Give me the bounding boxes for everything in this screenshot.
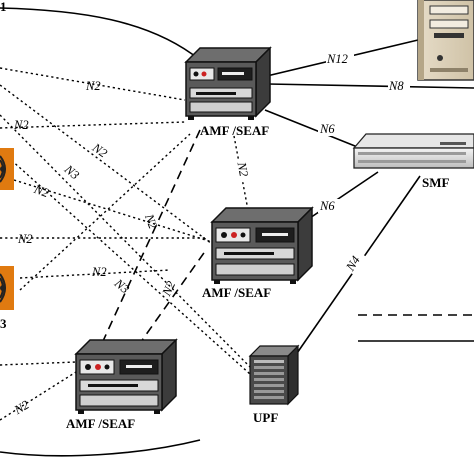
smf-appliance-icon bbox=[352, 133, 474, 169]
link-n8 bbox=[267, 83, 474, 89]
link-label-n2-c: N2 bbox=[89, 140, 110, 160]
link-label-n6-mid: N6 bbox=[319, 199, 335, 213]
link-label-n2-i: N2 bbox=[91, 265, 107, 279]
left-fragment-bottom-label: 3 bbox=[0, 316, 7, 331]
left-fragment-top-label: 1 bbox=[0, 0, 7, 14]
link-amf-bottom-amf-middle bbox=[137, 249, 207, 347]
amf-server-top-icon bbox=[184, 46, 272, 120]
link-label-n2-h: N2 bbox=[11, 398, 32, 418]
link-n2-h bbox=[0, 371, 77, 421]
link-label-n2-f: N2 bbox=[159, 279, 178, 299]
link-label-n3-a: N3 bbox=[61, 162, 82, 183]
left-device-icon-bottom bbox=[0, 266, 14, 310]
link-label-n3-b: N3 bbox=[111, 276, 132, 297]
smf-label: SMF bbox=[422, 175, 450, 190]
link-n2-d bbox=[13, 179, 213, 243]
left-device-icon-top bbox=[0, 148, 14, 190]
link-labels: N12 N8 N6 N6 N4 N2 N2 N2 N2 N2 N2 N2 N2 … bbox=[11, 52, 410, 418]
arc-bottom-link bbox=[0, 439, 201, 457]
link-n2-f bbox=[19, 133, 191, 291]
amf-bottom-label: AMF /SEAF bbox=[66, 416, 135, 431]
amf-server-bottom-icon bbox=[74, 338, 178, 414]
link-label-n2-g: N2 bbox=[142, 211, 160, 230]
link-n2-g bbox=[0, 361, 77, 366]
links-layer bbox=[0, 7, 474, 457]
link-label-n2-b: N2 bbox=[13, 118, 29, 132]
arc-top-link bbox=[0, 7, 201, 61]
link-n3-a bbox=[0, 114, 256, 373]
link-n2-i bbox=[19, 269, 171, 279]
link-label-n2-amf-vertical: N2 bbox=[234, 160, 250, 178]
link-label-n12: N12 bbox=[326, 52, 348, 66]
amf-server-middle-icon bbox=[210, 206, 314, 284]
link-label-n2-e: N2 bbox=[17, 232, 33, 246]
link-n2-c bbox=[0, 84, 213, 245]
amf-top-label: AMF /SEAF bbox=[200, 123, 269, 138]
upf-server-tower-icon bbox=[248, 344, 300, 406]
link-label-n8: N8 bbox=[388, 79, 404, 93]
link-label-n2-a: N2 bbox=[85, 79, 101, 93]
link-n2-a bbox=[0, 67, 186, 101]
link-amf-top-amf-bottom bbox=[97, 129, 201, 353]
amf-middle-label: AMF /SEAF bbox=[202, 285, 271, 300]
link-label-n2-d: N2 bbox=[31, 182, 50, 200]
upf-label: UPF bbox=[253, 410, 278, 425]
link-n6-mid bbox=[303, 171, 379, 223]
pc-tower-icon bbox=[417, 0, 474, 81]
link-label-n6-top: N6 bbox=[319, 122, 335, 136]
link-n3-b bbox=[0, 149, 251, 375]
link-n6-top bbox=[264, 109, 361, 149]
